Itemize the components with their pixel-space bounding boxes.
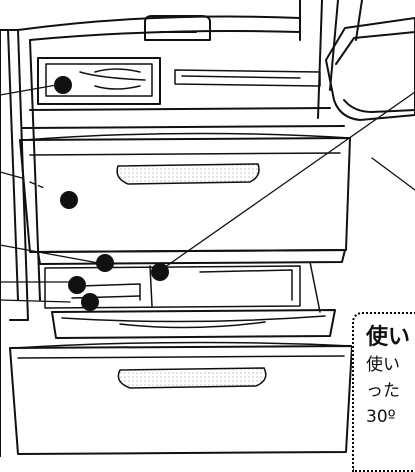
leader-lines [0,83,415,303]
door-bin [325,17,415,121]
cabinet-top-edge [17,15,301,31]
upper-shelf [21,69,345,129]
vegetable-compartment [44,261,321,313]
callout-line-2: った [366,381,400,401]
marker-right-compartment [151,263,169,281]
cabinet-right-wall [299,0,363,119]
middle-divider [37,249,346,265]
callout-title: 使い [366,325,411,350]
upper-fan-housing [144,15,211,41]
marker-ice-tray [54,76,72,94]
callout-line-1: 使い [366,355,400,375]
marker-lower-left-2 [81,293,99,311]
info-callout-box: 使い 使い った 30º [352,312,415,472]
main-drawer-handle [116,163,260,185]
bottom-drawer-handle [117,367,267,389]
refrigerator-diagram [0,0,415,457]
marker-lower-left [68,276,86,294]
marker-main-drawer [60,191,78,209]
marker-vegetable-room [96,254,114,272]
callout-line-3: 30º [366,407,396,427]
bottom-drawer [9,341,353,455]
sliding-tray [51,309,336,339]
